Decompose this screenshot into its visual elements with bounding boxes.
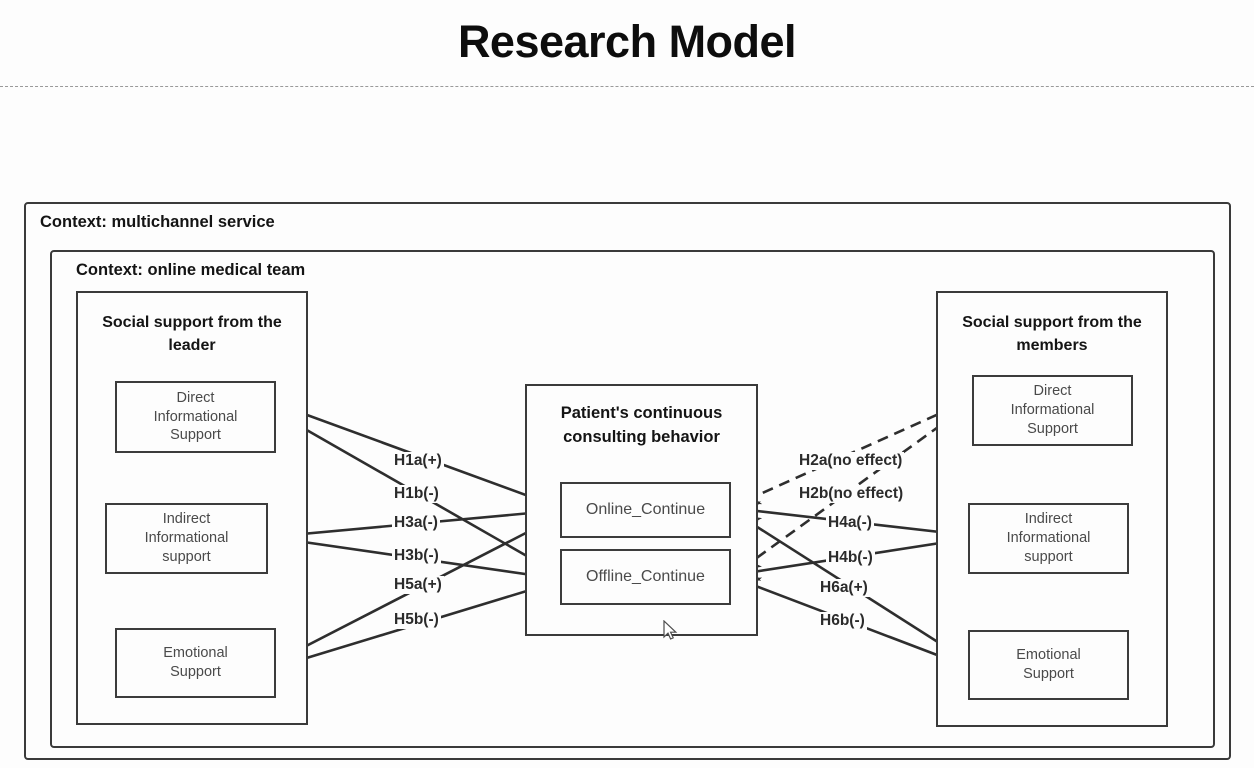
construct-members-indirect-line1: Indirect [1024, 511, 1073, 528]
construct-leader-emotional-support[interactable]: Emotional Support [115, 628, 276, 698]
construct-leader-emotional-line2: Support [170, 664, 221, 680]
mouse-cursor-icon [663, 620, 678, 640]
outcome-online-continue-label: Online_Continue [585, 500, 706, 518]
title-divider [0, 86, 1254, 87]
construct-members-direct-line1: Direct [1033, 383, 1072, 400]
hypothesis-label-h2a: H2a(no effect) [797, 452, 905, 470]
construct-members-direct-informational-support[interactable]: Direct Informational Support [972, 375, 1133, 446]
construct-leader-direct-informational-support[interactable]: Direct Informational Support [115, 381, 276, 453]
construct-leader-direct-line2: Informational [153, 408, 238, 425]
construct-leader-emotional-line1: Emotional [163, 645, 228, 662]
panel-leader-title-line1: Social support [102, 314, 214, 331]
construct-leader-indirect-line1: Indirect [162, 511, 211, 528]
construct-members-emotional-line2: Support [1023, 666, 1074, 682]
construct-members-indirect-line2: Informational [1006, 530, 1091, 547]
construct-members-direct-line2: Informational [1010, 402, 1095, 419]
panel-outcome-title: Patient's continuous consulting behavior [527, 402, 756, 450]
hypothesis-label-h4b: H4b(-) [826, 549, 875, 567]
panel-members-title: Social support from the members [938, 311, 1166, 357]
hypothesis-label-h6b: H6b(-) [818, 612, 867, 630]
hypothesis-label-h3b: H3b(-) [392, 547, 441, 565]
panel-members-title-line2: the members [1016, 314, 1142, 355]
outcome-offline-continue[interactable]: Offline_Continue [560, 549, 731, 605]
outcome-offline-continue-label: Offline_Continue [586, 567, 705, 585]
construct-members-emotional-support[interactable]: Emotional Support [968, 630, 1129, 700]
construct-members-direct-line3: Support [1027, 420, 1078, 437]
panel-leader-title: Social support from the leader [78, 311, 306, 357]
hypothesis-label-h4a: H4a(-) [826, 514, 874, 532]
page-title: Research Model [457, 16, 797, 67]
construct-members-indirect-line3: support [1024, 548, 1073, 565]
construct-leader-indirect-line3: support [162, 548, 211, 565]
construct-leader-direct-line3: Support [170, 427, 221, 444]
hypothesis-label-h5b: H5b(-) [392, 611, 441, 629]
panel-leader-title-line2: from the leader [168, 314, 282, 355]
hypothesis-label-h3a: H3a(-) [392, 514, 440, 532]
hypothesis-label-h6a: H6a(+) [818, 579, 870, 597]
panel-outcome-title-line2: consulting behavior [563, 427, 720, 446]
hypothesis-label-h5a: H5a(+) [392, 576, 444, 594]
construct-leader-indirect-informational-support[interactable]: Indirect Informational support [105, 503, 268, 574]
construct-leader-indirect-line2: Informational [144, 530, 229, 547]
construct-members-indirect-informational-support[interactable]: Indirect Informational support [968, 503, 1129, 574]
hypothesis-label-h1a: H1a(+) [392, 452, 444, 470]
context-frame-multichannel-label: Context: multichannel service [40, 213, 275, 231]
hypothesis-label-h1b: H1b(-) [392, 485, 441, 503]
panel-members-title-line1: Social support from [962, 314, 1114, 331]
outcome-online-continue[interactable]: Online_Continue [560, 482, 731, 538]
panel-outcome-title-line1: Patient's continuous [560, 404, 723, 422]
construct-leader-direct-line1: Direct [176, 389, 215, 406]
construct-members-emotional-line1: Emotional [1016, 647, 1081, 664]
hypothesis-label-h2b: H2b(no effect) [797, 485, 906, 503]
context-frame-online-medical-team-label: Context: online medical team [76, 261, 306, 279]
